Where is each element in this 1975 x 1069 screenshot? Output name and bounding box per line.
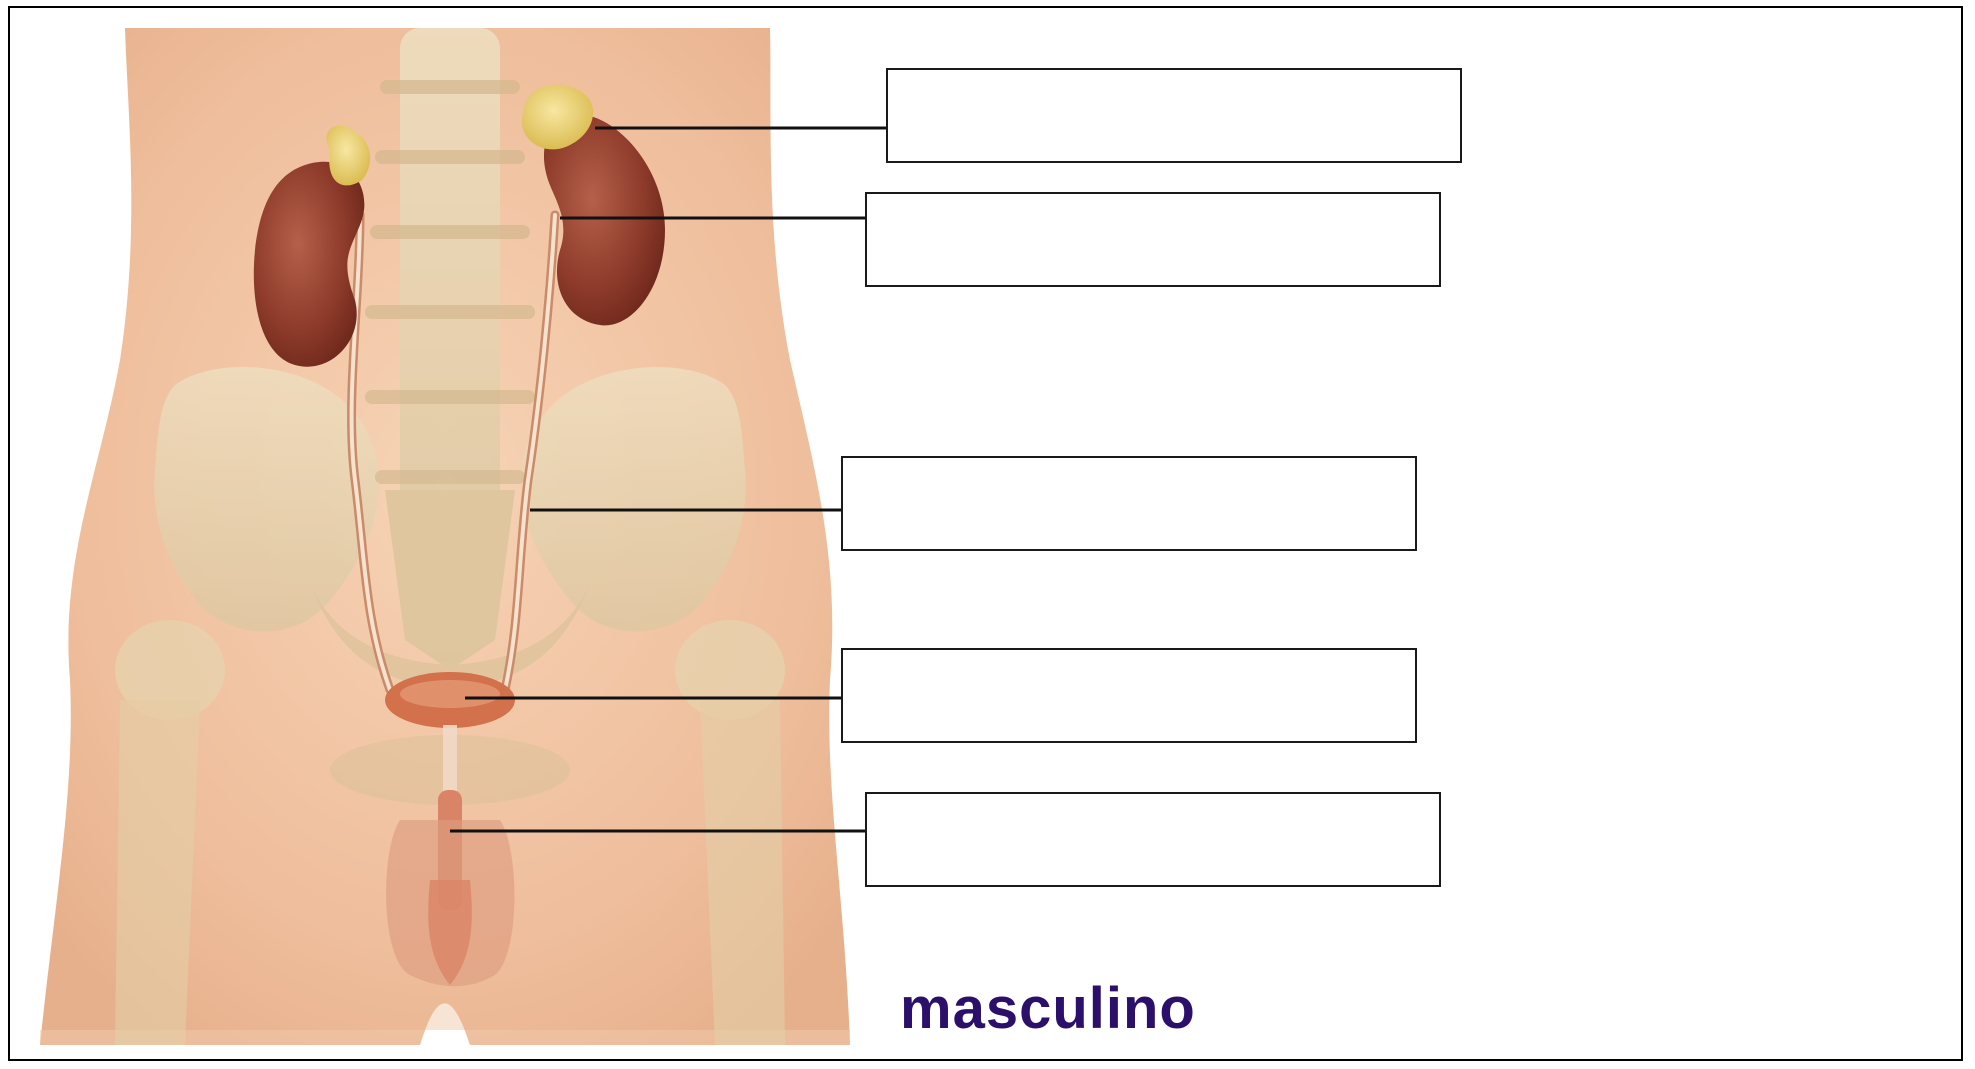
label-box-1[interactable] bbox=[886, 68, 1462, 163]
bladder bbox=[385, 672, 515, 728]
label-box-5[interactable] bbox=[865, 792, 1441, 887]
caption: masculino bbox=[900, 980, 1196, 1038]
label-box-4[interactable] bbox=[841, 648, 1417, 743]
label-box-3[interactable] bbox=[841, 456, 1417, 551]
label-box-2[interactable] bbox=[865, 192, 1441, 287]
